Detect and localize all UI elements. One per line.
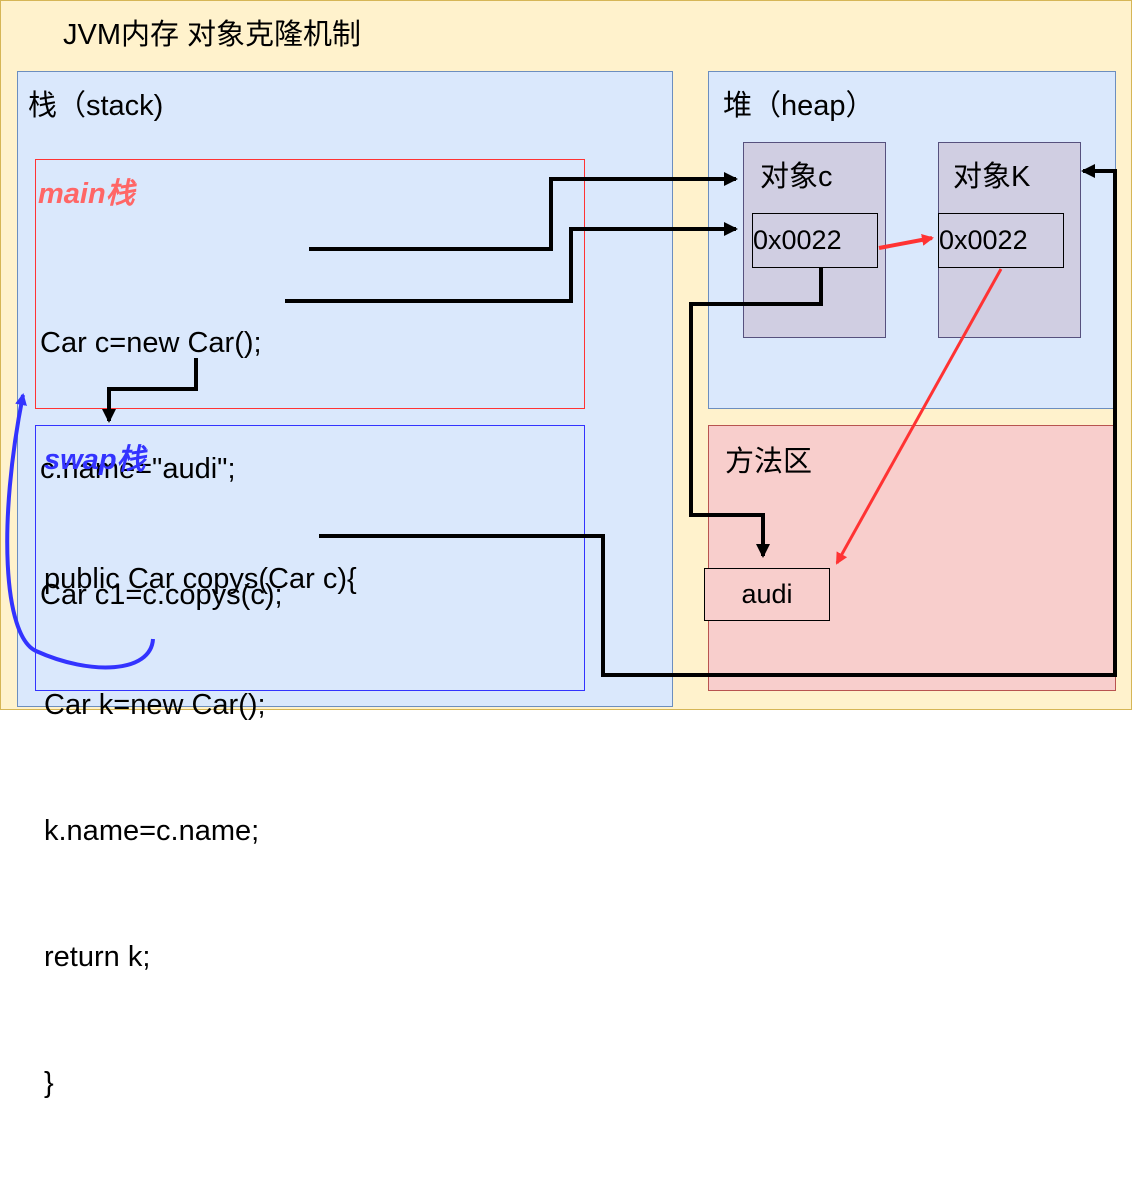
method-area-label: 方法区	[725, 446, 813, 478]
string-audi-box: audi	[704, 568, 830, 621]
swap-frame-title: swap栈	[44, 444, 146, 476]
diagram-canvas: JVM内存 对象克隆机制 栈（stack) main栈 Car c=new Ca…	[0, 0, 1132, 1099]
arrow-new-k-to-object-k	[319, 164, 1117, 677]
code-line: k.name=c.name;	[44, 815, 260, 847]
object-c-address: 0x0022	[752, 213, 878, 268]
code-line: }	[44, 1067, 54, 1099]
code-line: return k;	[44, 941, 151, 973]
stack-label: 栈（stack)	[28, 90, 164, 122]
arrow-address-copy	[878, 233, 934, 250]
code-line: c.name="audi";	[40, 453, 236, 485]
code-line: public Car copys(Car c){	[44, 563, 357, 595]
main-code: Car c=new Car(); c.name="audi"; Car c1=c…	[40, 238, 283, 700]
method-area-panel: 方法区	[708, 425, 1116, 691]
diagram-title: JVM内存 对象克隆机制	[63, 19, 362, 51]
arrow-call-to-swap	[102, 358, 198, 423]
arrow-return-to-main	[5, 393, 155, 670]
arrow-object-c-to-audi	[689, 268, 823, 558]
object-k-address: 0x0022	[938, 213, 1064, 268]
object-k-label: 对象K	[953, 161, 1031, 193]
main-stack-frame: main栈 Car c=new Car(); c.name="audi"; Ca…	[35, 159, 585, 611]
arrow-new-car-to-object-c	[309, 172, 738, 251]
main-frame-title: main栈	[38, 178, 135, 210]
object-c-label: 对象c	[760, 161, 833, 193]
code-line: Car c1=c.copys(c);	[40, 579, 283, 611]
arrow-name-to-address	[285, 222, 738, 303]
arrow-object-k-to-audi	[835, 268, 1003, 565]
arrows-layer	[5, 164, 1117, 677]
heap-label: 堆（heap）	[723, 90, 875, 122]
code-line: Car c=new Car();	[40, 327, 262, 359]
